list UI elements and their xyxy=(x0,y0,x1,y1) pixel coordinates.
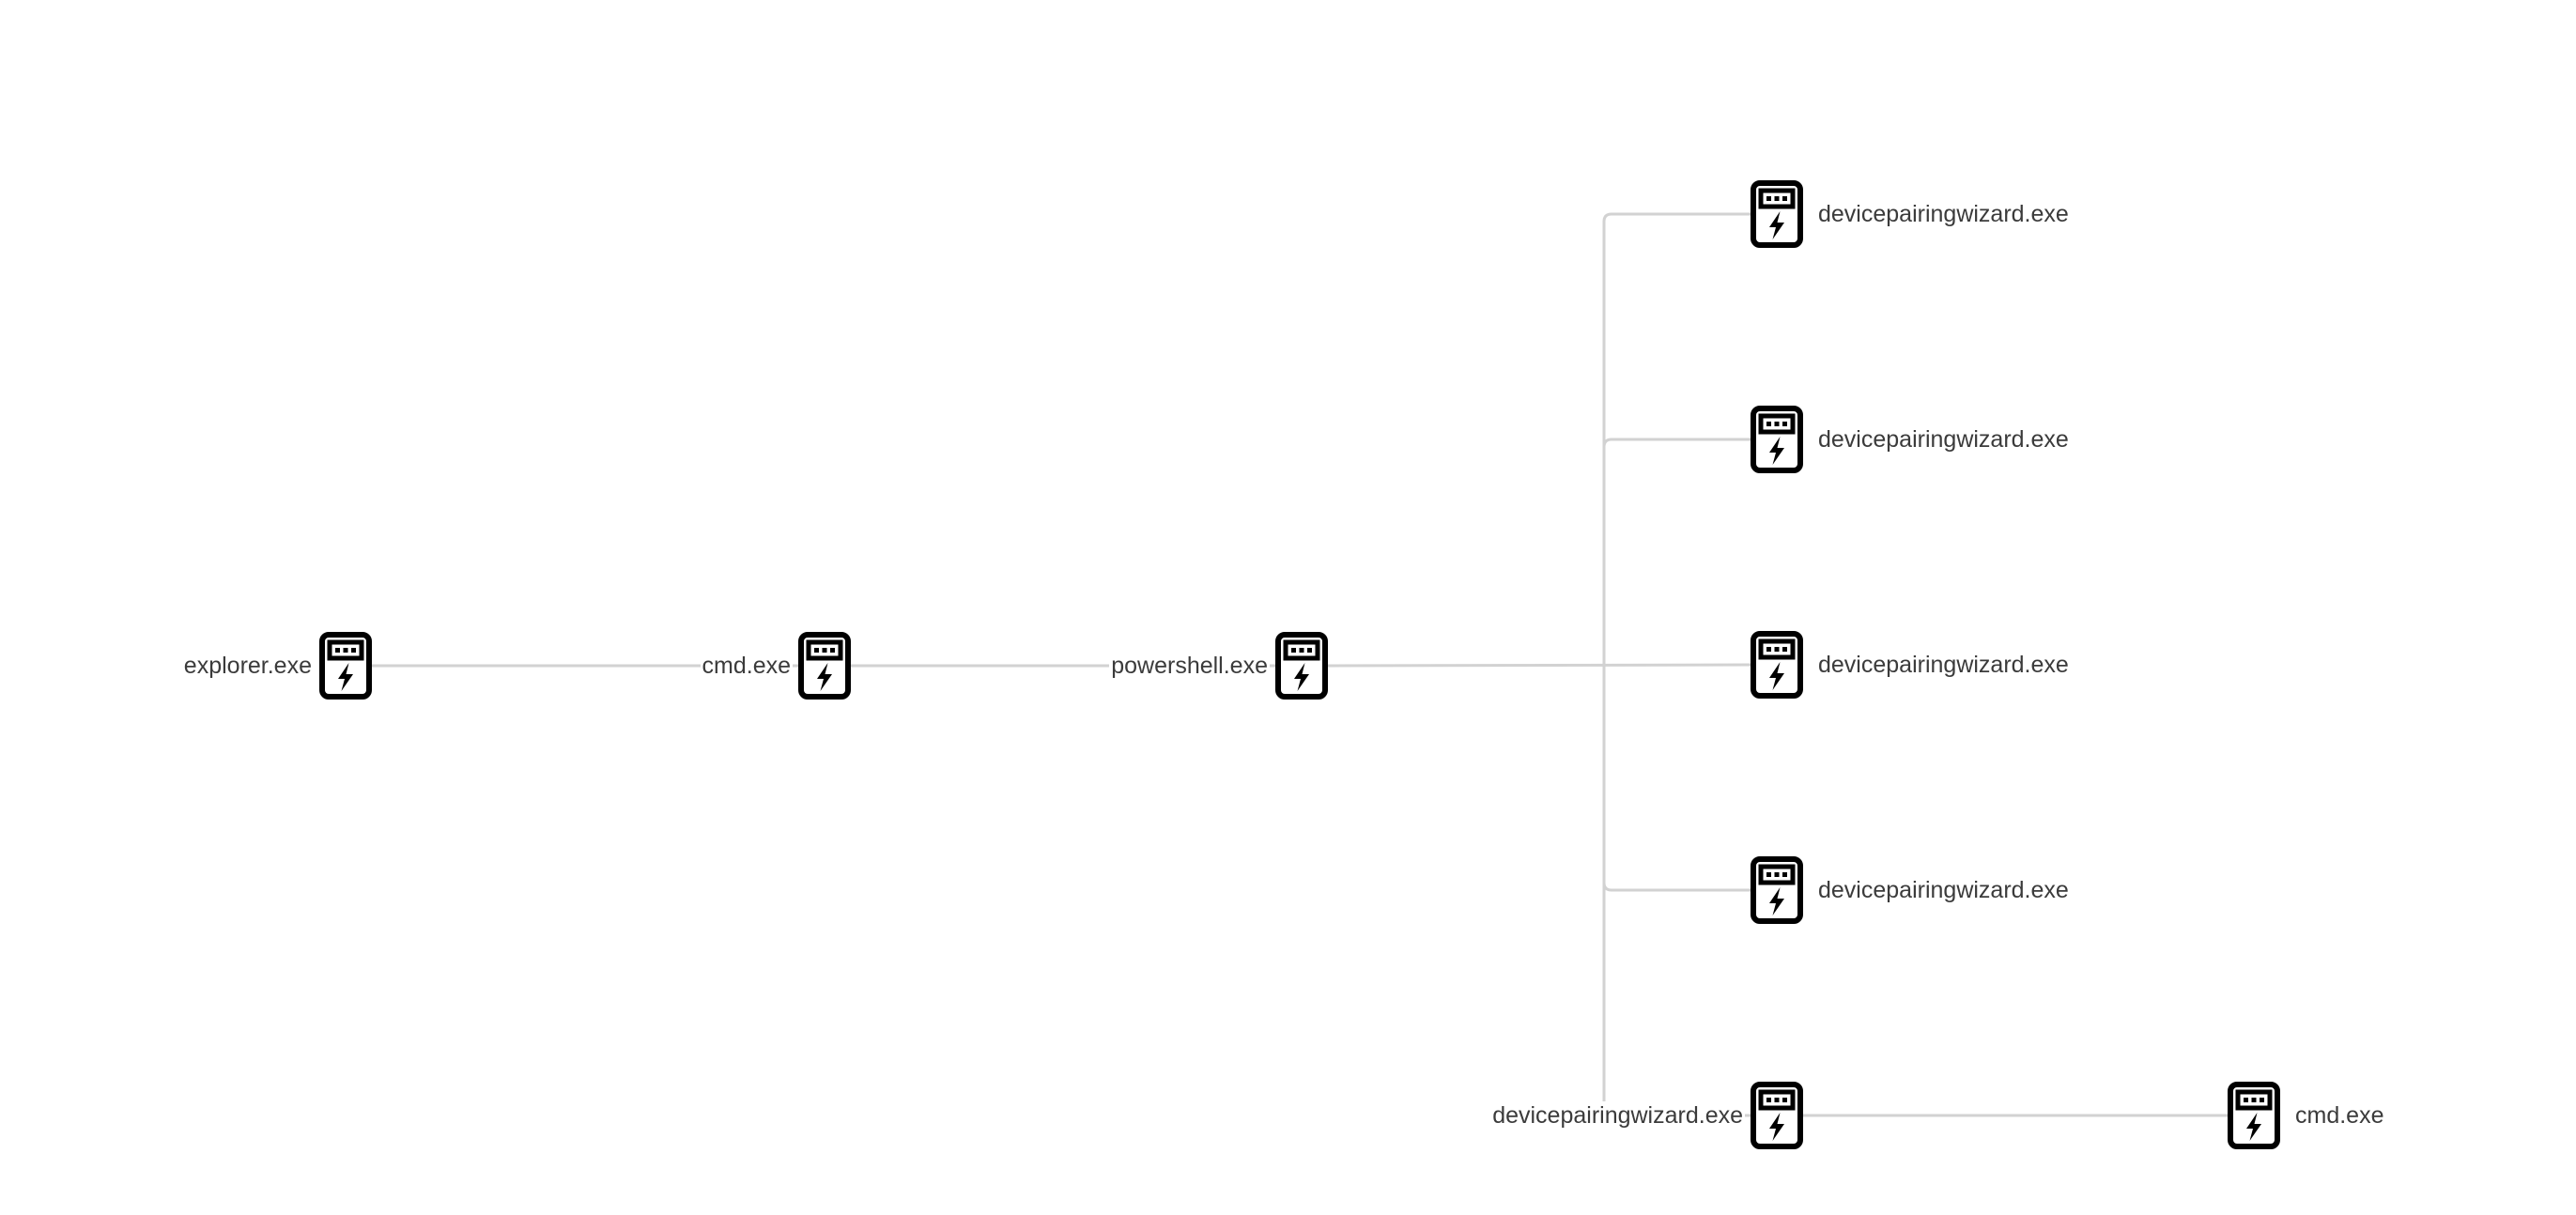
process-node-label: devicepairingwizard.exe xyxy=(1816,650,2071,680)
process-node-label: cmd.exe xyxy=(2293,1100,2386,1130)
process-node-label: devicepairingwizard.exe xyxy=(1816,424,2071,454)
process-node-label: devicepairingwizard.exe xyxy=(1490,1100,1745,1130)
edge-powershell-dpw-3 xyxy=(1327,663,1751,668)
process-lightning-icon[interactable] xyxy=(1751,856,1803,924)
process-node-cmd-1[interactable]: cmd.exe xyxy=(700,630,851,701)
edge-trunk-dpw-2 xyxy=(1602,438,1751,665)
process-lightning-icon[interactable] xyxy=(1275,632,1328,700)
edge-trunk-dpw-5 xyxy=(1602,665,1751,1117)
process-node-dpw-4[interactable]: devicepairingwizard.exe xyxy=(1751,854,2071,926)
process-lightning-icon[interactable] xyxy=(2228,1082,2280,1149)
process-node-dpw-5[interactable]: devicepairingwizard.exe xyxy=(1490,1080,1803,1151)
process-node-label: powershell.exe xyxy=(1109,651,1270,681)
process-lightning-icon[interactable] xyxy=(1751,180,1803,248)
edge-trunk-dpw-4 xyxy=(1602,665,1751,892)
process-node-dpw-1[interactable]: devicepairingwizard.exe xyxy=(1751,178,2071,250)
process-node-powershell[interactable]: powershell.exe xyxy=(1109,630,1328,701)
process-lightning-icon[interactable] xyxy=(1751,406,1803,473)
process-lightning-icon[interactable] xyxy=(1751,631,1803,699)
edge-trunk-dpw-1 xyxy=(1602,212,1751,665)
process-node-label: devicepairingwizard.exe xyxy=(1816,199,2071,229)
process-lightning-icon[interactable] xyxy=(319,632,372,700)
process-node-label: explorer.exe xyxy=(181,651,314,681)
process-node-explorer[interactable]: explorer.exe xyxy=(181,630,372,701)
process-node-cmd-2[interactable]: cmd.exe xyxy=(2228,1080,2386,1151)
process-node-dpw-3[interactable]: devicepairingwizard.exe xyxy=(1751,629,2071,700)
process-lightning-icon[interactable] xyxy=(798,632,851,700)
process-node-label: cmd.exe xyxy=(700,651,793,681)
process-lightning-icon[interactable] xyxy=(1751,1082,1803,1149)
process-node-label: devicepairingwizard.exe xyxy=(1816,875,2071,905)
process-node-dpw-2[interactable]: devicepairingwizard.exe xyxy=(1751,404,2071,475)
